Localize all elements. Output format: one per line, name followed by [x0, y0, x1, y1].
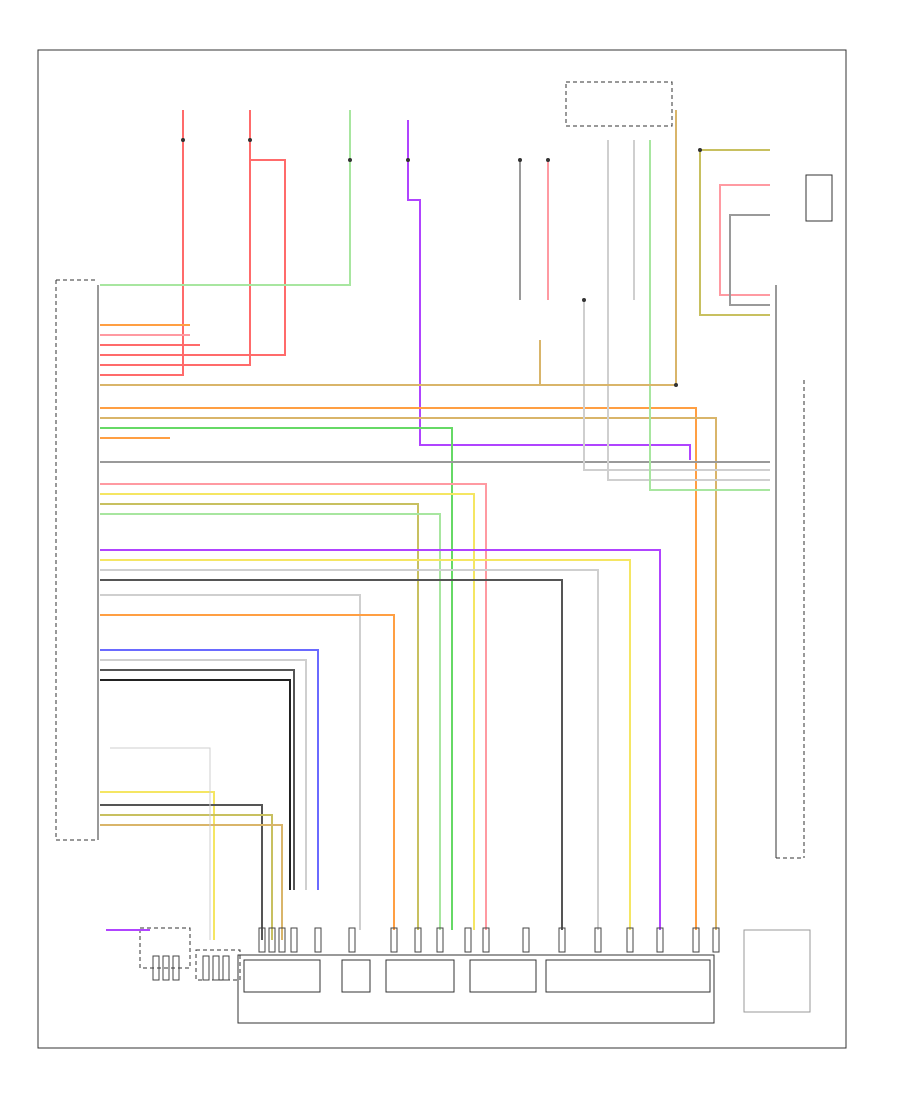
- wire-violet-row: [100, 549, 661, 930]
- wire-tan-row: [100, 417, 717, 930]
- wire-gray-r: [729, 214, 770, 306]
- wire-lightgray-row: [100, 569, 599, 930]
- wire-return-3: [649, 140, 770, 491]
- wire-return-2: [607, 140, 770, 481]
- solenoid-block-a: [385, 959, 455, 993]
- wire-power-2: [100, 110, 251, 366]
- wire-tan-long: [100, 110, 677, 386]
- transmission-assembly: [237, 954, 715, 1024]
- connector-pin-8: [436, 927, 444, 953]
- solenoid-block-b: [469, 959, 537, 993]
- wire-olive-row: [100, 503, 419, 930]
- connector-pin-15: [656, 927, 664, 953]
- connector-marks: [152, 138, 720, 981]
- splice-dot-2: [348, 158, 352, 162]
- wire-black-row: [100, 679, 291, 890]
- transmission-box: [237, 954, 715, 1024]
- wire-lightgray-row4: [110, 747, 211, 940]
- wire-green-row: [100, 427, 453, 930]
- connector-pin-3: [290, 927, 298, 953]
- splice-dot-4: [546, 158, 550, 162]
- wire-lightgray-row2: [100, 594, 361, 930]
- wire-olive-row3: [100, 814, 273, 940]
- transmission-range-module: [775, 285, 805, 859]
- range-switch-block: [545, 959, 711, 993]
- splice-dot-7: [582, 298, 586, 302]
- connector-pin-2: [278, 927, 286, 953]
- wire-power-1: [100, 110, 184, 376]
- sensor-pin-2: [172, 955, 180, 981]
- connector-pin-11: [522, 927, 530, 953]
- wire-yellow-row: [100, 493, 475, 930]
- sensor-pin-4: [212, 955, 220, 981]
- wire-darkgray-row: [100, 579, 563, 930]
- wire-lightgray-row3: [100, 659, 307, 890]
- connector-pin-9: [464, 927, 472, 953]
- connector-pin-12: [558, 927, 566, 953]
- splice-dot-0: [181, 138, 185, 142]
- connector-pin-0: [258, 927, 266, 953]
- wire-pink-r: [719, 184, 770, 296]
- wire-harness: [100, 110, 770, 940]
- connector-pin-17: [712, 927, 720, 953]
- wire-violet-main: [407, 120, 691, 460]
- splice-dot-3: [406, 158, 410, 162]
- wire-sig-top: [100, 110, 351, 286]
- connector-pin-4: [314, 927, 322, 953]
- wire-yellow-row2: [100, 559, 631, 930]
- wire-blue-row: [100, 649, 319, 890]
- sensor-pin-0: [152, 955, 160, 981]
- connector-pin-14: [626, 927, 634, 953]
- splice-dot-6: [674, 383, 678, 387]
- speed-sensor-block: [243, 959, 321, 993]
- sensor-pin-1: [162, 955, 170, 981]
- wire-orange-row2: [100, 614, 395, 930]
- transmission-control-module: [55, 279, 99, 841]
- wire-return-1: [583, 300, 770, 471]
- wire-yellow-row3: [100, 791, 215, 940]
- splice-dot-8: [698, 148, 702, 152]
- connector-pin-5: [348, 927, 356, 953]
- connector-pin-1: [268, 927, 276, 953]
- wire-power-3: [100, 159, 286, 356]
- splice-dot-5: [518, 158, 522, 162]
- sensor-pin-3: [202, 955, 210, 981]
- wire-tan-bridge: [539, 340, 676, 386]
- shift-lock-solenoid: [805, 174, 833, 222]
- wire-olive-r2: [699, 150, 770, 316]
- connector-pin-16: [692, 927, 700, 953]
- bottom-left-sensors: [139, 927, 241, 981]
- wire-orange-long: [100, 407, 697, 930]
- diagram-frame: [37, 49, 847, 1049]
- sensor-pin-5: [222, 955, 230, 981]
- wire-darkgray-row2: [100, 669, 295, 890]
- connector-pin-13: [594, 927, 602, 953]
- connector-pin-7: [414, 927, 422, 953]
- range-table: [743, 929, 811, 1013]
- wire-pink-row: [100, 483, 487, 930]
- wire-darkgray-row3: [100, 804, 263, 940]
- wire-tan-row3: [100, 824, 283, 940]
- splice-dot-1: [248, 138, 252, 142]
- range-switch-upper: [565, 81, 833, 222]
- wire-lightgreen-row: [100, 513, 441, 930]
- temp-sensor-block: [341, 959, 371, 993]
- connector-pin-6: [390, 927, 398, 953]
- connector-pin-10: [482, 927, 490, 953]
